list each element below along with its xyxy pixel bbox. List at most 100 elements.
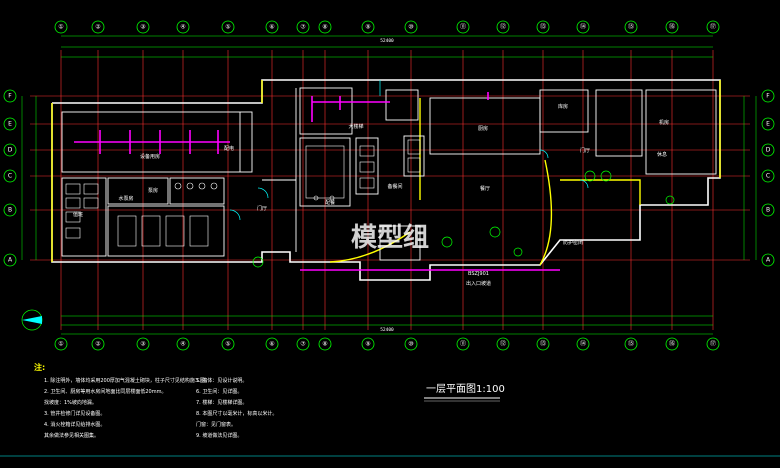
grid-bubble-bottom: ① bbox=[54, 337, 68, 351]
svg-text:C: C bbox=[8, 173, 12, 180]
grid-bubble-left: A bbox=[3, 253, 17, 267]
note-line: 其余做法参见相关图集。 bbox=[44, 432, 99, 439]
grid-bubble-top: ⑩ bbox=[404, 20, 418, 34]
room-label: 门厅 bbox=[580, 147, 590, 154]
svg-text:⑪: ⑪ bbox=[460, 340, 466, 348]
svg-text:⑯: ⑯ bbox=[669, 23, 675, 31]
grid-bubble-right: D bbox=[761, 143, 775, 157]
svg-text:⑨: ⑨ bbox=[365, 24, 370, 31]
grid-bubble-bottom: ⑭ bbox=[576, 337, 590, 351]
svg-text:⑮: ⑮ bbox=[628, 340, 634, 348]
grid-bubble-bottom: ⑦ bbox=[296, 337, 310, 351]
room-label: 泵房 bbox=[148, 187, 158, 194]
grid-bubble-top: ① bbox=[54, 20, 68, 34]
grid-bubble-top: ⑨ bbox=[361, 20, 375, 34]
note-line: 3. 管井检修门详见设备图。 bbox=[44, 410, 105, 417]
entry-tag-code: BSZJ901 bbox=[468, 271, 489, 277]
fire-door-tag: 防护密闭 bbox=[563, 239, 583, 246]
room-label: 机房 bbox=[659, 119, 669, 126]
svg-text:⑬: ⑬ bbox=[540, 340, 546, 348]
grid-bubble-left: B bbox=[3, 203, 17, 217]
svg-text:⑥: ⑥ bbox=[269, 341, 274, 348]
svg-text:⑭: ⑭ bbox=[580, 23, 586, 31]
grid-bubble-bottom: ③ bbox=[136, 337, 150, 351]
room-label: 大楼梯 bbox=[348, 123, 363, 130]
fixtures bbox=[65, 139, 421, 247]
grid-bubble-bottom: ⑯ bbox=[665, 337, 679, 351]
overall-dim-top: 52400 bbox=[380, 38, 394, 44]
svg-text:⑧: ⑧ bbox=[322, 341, 327, 348]
grid-bubble-top: ⑥ bbox=[265, 20, 279, 34]
notes-heading: 注: bbox=[34, 362, 45, 372]
grid-bubble-bottom: ⑨ bbox=[361, 337, 375, 351]
grid-bubble-bottom: ⑪ bbox=[456, 337, 470, 351]
svg-text:⑰: ⑰ bbox=[710, 23, 716, 31]
room-label: 备餐间 bbox=[387, 183, 402, 190]
svg-text:⑧: ⑧ bbox=[322, 24, 327, 31]
note-line: 9. 坡道做法见详图。 bbox=[196, 432, 242, 439]
svg-text:⑭: ⑭ bbox=[580, 340, 586, 348]
room-label: 配餐 bbox=[325, 199, 335, 206]
grid-bubble-top: ④ bbox=[176, 20, 190, 34]
svg-text:D: D bbox=[766, 147, 771, 154]
grid-bubble-right: B bbox=[761, 203, 775, 217]
room-label: 门厅 bbox=[257, 205, 267, 212]
grid-bubble-top: ⑯ bbox=[665, 20, 679, 34]
grid-bubble-top: ⑤ bbox=[221, 20, 235, 34]
grid-bubble-top: ⑰ bbox=[706, 20, 720, 34]
svg-text:⑨: ⑨ bbox=[365, 341, 370, 348]
grid-bubble-bottom: ⑮ bbox=[624, 337, 638, 351]
grid-bubble-top: ⑬ bbox=[536, 20, 550, 34]
entry-tag-label: 出入口坡道 bbox=[466, 280, 491, 287]
dimension-lines bbox=[21, 35, 757, 335]
grid-bubble-right: A bbox=[761, 253, 775, 267]
svg-text:⑩: ⑩ bbox=[408, 341, 413, 348]
grid-bubble-right: E bbox=[761, 117, 775, 131]
grid-bubble-left: E bbox=[3, 117, 17, 131]
svg-text:⑫: ⑫ bbox=[500, 340, 506, 348]
room-label: 库房 bbox=[558, 103, 568, 110]
note-line: 5. 墙体：见设计说明。 bbox=[196, 377, 247, 384]
axis-lines bbox=[30, 50, 750, 330]
grid-bubble-top: ② bbox=[91, 20, 105, 34]
svg-text:⑥: ⑥ bbox=[269, 24, 274, 31]
grid-bubble-bottom: ⑬ bbox=[536, 337, 550, 351]
svg-text:A: A bbox=[766, 257, 771, 264]
note-line: 7. 楼梯：见楼梯详图。 bbox=[196, 399, 247, 406]
svg-text:②: ② bbox=[95, 341, 101, 348]
svg-text:D: D bbox=[8, 147, 13, 154]
svg-text:C: C bbox=[766, 173, 770, 180]
room-label: 配电 bbox=[224, 145, 234, 152]
svg-text:①: ① bbox=[58, 341, 63, 348]
grid-bubble-left: D bbox=[3, 143, 17, 157]
note-line: 8. 本图尺寸以毫米计，标高以米计。 bbox=[196, 410, 277, 417]
room-labels: 设备用房 配电 水泵房 值班 泵房 门厅 大楼梯 配餐 备餐间 厨房 餐厅 门厅… bbox=[73, 103, 669, 218]
note-line: 找坡度：1%坡向地漏。 bbox=[44, 399, 97, 406]
room-label: 值班 bbox=[73, 211, 83, 218]
grid-bubble-bottom: ④ bbox=[176, 337, 190, 351]
room-label: 厨房 bbox=[478, 125, 488, 132]
north-arrow-icon bbox=[21, 309, 43, 331]
grid-bubble-top: ⑮ bbox=[624, 20, 638, 34]
svg-text:E: E bbox=[8, 121, 12, 128]
grid-bubble-bottom: ⑩ bbox=[404, 337, 418, 351]
svg-text:⑪: ⑪ bbox=[460, 23, 466, 31]
svg-text:⑦: ⑦ bbox=[300, 24, 306, 31]
interior-walls bbox=[61, 87, 717, 261]
grid-bubble-bottom: ⑫ bbox=[496, 337, 510, 351]
svg-text:②: ② bbox=[95, 24, 101, 31]
svg-text:④: ④ bbox=[180, 341, 185, 348]
svg-text:E: E bbox=[766, 121, 770, 128]
grid-bubble-left: C bbox=[3, 169, 17, 183]
grid-bubble-bottom: ⑤ bbox=[221, 337, 235, 351]
note-line: 2. 卫生间、厨房等用水房间地面比同层楼面低20mm。 bbox=[44, 388, 166, 395]
svg-text:A: A bbox=[8, 257, 13, 264]
svg-text:①: ① bbox=[58, 24, 63, 31]
grid-bubble-left: F bbox=[3, 89, 17, 103]
svg-text:⑤: ⑤ bbox=[225, 341, 230, 348]
grid-bubble-bottom: ⑥ bbox=[265, 337, 279, 351]
grid-bubble-top: ⑦ bbox=[296, 20, 310, 34]
room-label: 水泵房 bbox=[118, 195, 133, 202]
